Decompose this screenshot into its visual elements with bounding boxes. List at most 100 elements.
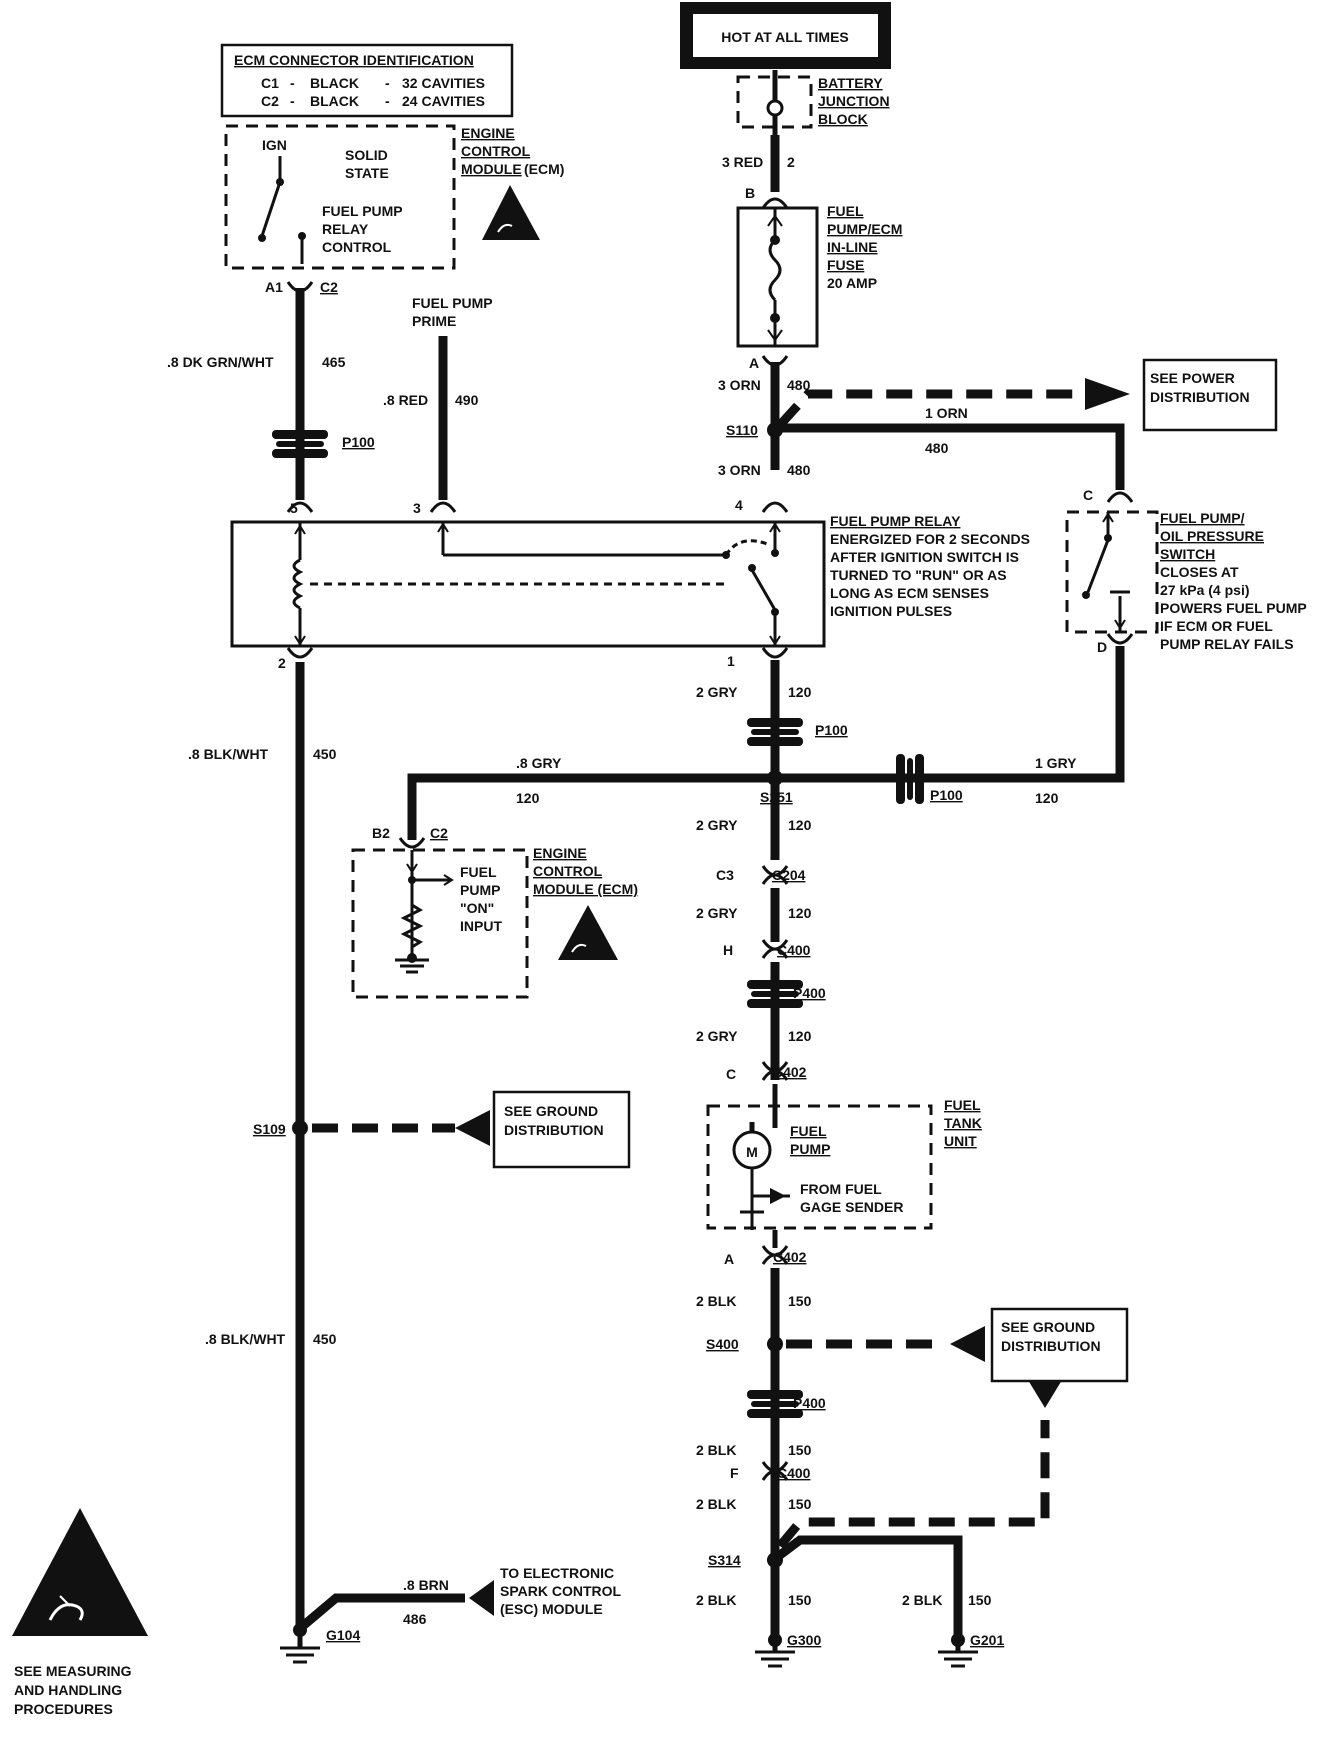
- ground-dist-1-label-2: DISTRIBUTION: [504, 1122, 604, 1138]
- ecm-id-row2-cavities: 24 CAVITIES: [402, 93, 485, 109]
- battery-label-1: BATTERY: [818, 75, 883, 91]
- ecm-solid-label-2: STATE: [345, 165, 389, 181]
- fuse-label-1: FUEL: [827, 203, 864, 219]
- oil-switch-desc-6: POWERS FUEL PUMP: [1160, 600, 1307, 616]
- ecm-id-row1-dash1: -: [290, 75, 295, 91]
- ground-dist-1-box: [492, 1090, 631, 1169]
- p400-label-gry: P400: [793, 985, 826, 1001]
- wire-8-gry-circuit: 120: [516, 790, 540, 806]
- wire-gry-s251-color: 2 GRY: [696, 817, 738, 833]
- wire-gry-c204-circuit: 120: [788, 905, 812, 921]
- esd-warning-icon-mid: [558, 905, 618, 960]
- fuel-pump-motor: M: [746, 1144, 758, 1160]
- p100-connector-gry: [896, 754, 924, 804]
- relay-pin-5: 5: [290, 500, 298, 516]
- wire-480a-circuit: 480: [787, 377, 811, 393]
- splice-s109: [292, 1120, 308, 1136]
- oil-switch-desc-8: PUMP RELAY FAILS: [1160, 636, 1294, 652]
- ecm-bottom-connector: [398, 837, 426, 849]
- power-distribution-arrow: [1085, 378, 1130, 410]
- power-distribution-link: [776, 389, 1075, 429]
- ecm-id-title: ECM CONNECTOR IDENTIFICATION: [234, 52, 474, 68]
- relay-desc-5: LONG AS ECM SENSES: [830, 585, 989, 601]
- ground-g201-icon: [938, 1633, 978, 1668]
- connector-c400-bottom: [761, 1469, 789, 1481]
- wire-blk150b-circuit: 150: [788, 1442, 812, 1458]
- ground-dist-2-arrow: [950, 1326, 985, 1362]
- ecm-ign-label: IGN: [262, 137, 287, 153]
- ecm-relay-control-2: RELAY: [322, 221, 369, 237]
- wire-blk150d-circuit: 150: [788, 1592, 812, 1608]
- relay-connector-5: [286, 501, 314, 513]
- wire-blk150a-color: 2 BLK: [696, 1293, 736, 1309]
- esc-label-3: (ESC) MODULE: [500, 1601, 603, 1617]
- fuse-connector-b: [761, 197, 789, 209]
- ground-dist-2-box: [990, 1307, 1129, 1383]
- ecm-id-row2-color: BLACK: [310, 93, 359, 109]
- esc-label-2: SPARK CONTROL: [500, 1583, 622, 1599]
- wire-gry120-color: 2 GRY: [696, 684, 738, 700]
- connector-c402-top: [761, 1069, 789, 1081]
- ground-g300-label: G300: [787, 1632, 821, 1648]
- connector-c204: [761, 873, 789, 885]
- ecm-input-4: INPUT: [460, 918, 502, 934]
- p400-label-blk: P400: [793, 1395, 826, 1411]
- fuel-tank-unit: M: [706, 1084, 933, 1230]
- relay-pin-4: 4: [735, 497, 743, 513]
- ecm-top-module-4: (ECM): [524, 161, 564, 177]
- wire-gry-p400-color: 2 GRY: [696, 1028, 738, 1044]
- ground-g201-label: G201: [970, 1632, 1004, 1648]
- pin-h: H: [723, 942, 733, 958]
- ground-g104-icon: [280, 1623, 320, 1664]
- p100-label-465: P100: [342, 434, 375, 450]
- tank-unit-label-2: TANK: [944, 1115, 982, 1131]
- ecm-bottom-module-3: MODULE (ECM): [533, 881, 638, 897]
- ecm-top-conn: C2: [320, 279, 338, 295]
- oil-switch-desc-2: OIL PRESSURE: [1160, 528, 1264, 544]
- wire-blk-g201: [777, 1535, 963, 1640]
- tank-unit-label-1: FUEL: [944, 1097, 981, 1113]
- wire-blk150c-color: 2 BLK: [696, 1496, 736, 1512]
- connector-c402-bottom-label: C402: [773, 1249, 807, 1265]
- wire-blk450b-color: .8 BLK/WHT: [205, 1331, 286, 1347]
- ecm-top-module-1: ENGINE: [461, 125, 515, 141]
- ecm-id-row2-dash2: -: [385, 93, 390, 109]
- wire-480a-color: 3 ORN: [718, 377, 761, 393]
- wire-blk150c-circuit: 150: [788, 1496, 812, 1512]
- wire-blk150d-color: 2 BLK: [696, 1592, 736, 1608]
- ecm-top-module: IGN SOLID STATE FUEL PUMP RELAY CONTROL …: [224, 124, 564, 270]
- wire-blk150e-circuit: 150: [968, 1592, 992, 1608]
- wire-8-gry-120: [407, 773, 775, 840]
- oil-switch-desc-7: IF ECM OR FUEL: [1160, 618, 1273, 634]
- ecm-input-2: PUMP: [460, 882, 500, 898]
- relay-desc-2: ENERGIZED FOR 2 SECONDS: [830, 531, 1030, 547]
- splice-s314: [767, 1552, 783, 1568]
- power-distribution-box: [1142, 358, 1278, 432]
- ecm-relay-control-3: CONTROL: [322, 239, 392, 255]
- relay-pin-2: 2: [278, 655, 286, 671]
- ecm-top-module-3: MODULE: [461, 161, 522, 177]
- power-distribution-label-2: DISTRIBUTION: [1150, 389, 1250, 405]
- relay-desc-3: AFTER IGNITION SWITCH IS: [830, 549, 1019, 565]
- wire-gry120-circuit: 120: [788, 684, 812, 700]
- fuse-label-2: PUMP/ECM: [827, 221, 902, 237]
- wire-brn-color: .8 BRN: [403, 1577, 449, 1593]
- wire-3-red-color: 3 RED: [722, 154, 763, 170]
- ecm-id-row1-conn: C1: [261, 75, 279, 91]
- fuse-label-4: FUSE: [827, 257, 864, 273]
- prime-label-2: PRIME: [412, 313, 456, 329]
- ecm-connector-identification: ECM CONNECTOR IDENTIFICATION C1 - BLACK …: [220, 43, 514, 118]
- splice-s400-label: S400: [706, 1336, 739, 1352]
- esc-arrow: [469, 1580, 494, 1616]
- battery-junction-block: BATTERY JUNCTION BLOCK: [736, 70, 890, 135]
- wire-blk450-color: .8 BLK/WHT: [188, 746, 269, 762]
- pin-a402: A: [724, 1251, 734, 1267]
- ecm-bottom-pin: B2: [372, 825, 390, 841]
- connector-c400-bottom-label: C400: [777, 1465, 811, 1481]
- wire-brn-circuit: 486: [403, 1611, 427, 1627]
- splice-s109-label: S109: [253, 1121, 286, 1137]
- wire-gry-s251-circuit: 120: [788, 817, 812, 833]
- wire-blk450b-circuit: 450: [313, 1331, 337, 1347]
- measuring-label-1: SEE MEASURING: [14, 1663, 132, 1679]
